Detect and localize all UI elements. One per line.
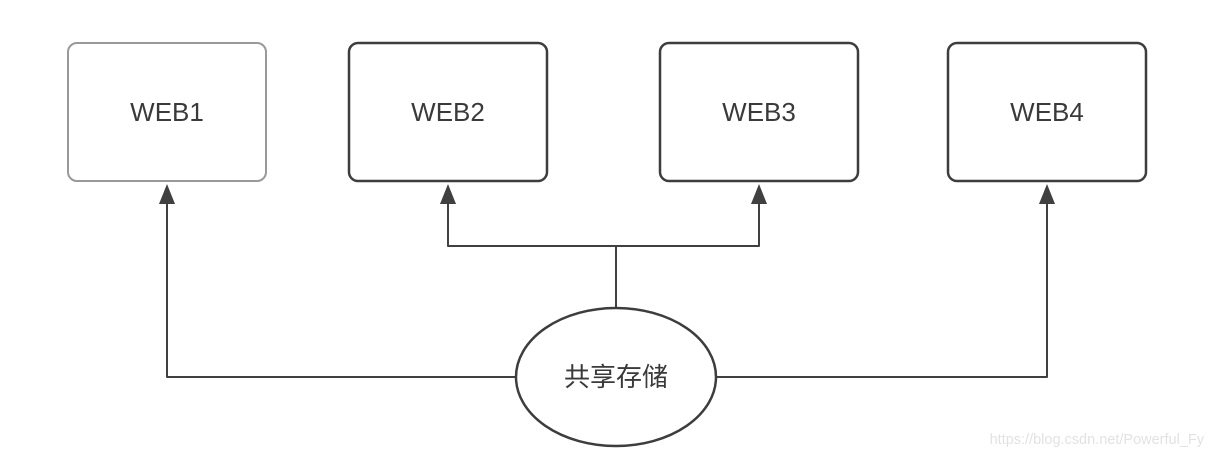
- node-web2-shape: [347, 41, 549, 183]
- arrowhead-web4: [1039, 184, 1055, 204]
- arrowhead-web1: [159, 184, 175, 204]
- watermark: https://blog.csdn.net/Powerful_Fy: [990, 432, 1205, 448]
- node-shared-storage-label: 共享存储: [564, 362, 668, 392]
- node-web4-label: WEB4: [1010, 97, 1084, 127]
- node-shared-storage-shape: [514, 306, 718, 448]
- node-shared-storage: 共享存储: [514, 306, 718, 448]
- edge-storage-to-web2-web3: [447, 201, 760, 247]
- node-web1: WEB1: [67, 42, 267, 182]
- node-web3: WEB3: [658, 41, 860, 183]
- arrowhead-web3: [751, 184, 767, 204]
- edge-storage-to-web1: [166, 201, 516, 378]
- node-web4-shape: [946, 41, 1148, 183]
- node-web1-label: WEB1: [130, 97, 204, 127]
- node-web3-shape: [658, 41, 860, 183]
- node-web3-label: WEB3: [722, 97, 796, 127]
- edge-storage-to-web4: [716, 201, 1048, 378]
- arrowhead-web2: [440, 184, 456, 204]
- node-web2-label: WEB2: [411, 97, 485, 127]
- node-web4: WEB4: [946, 41, 1148, 183]
- node-web2: WEB2: [347, 41, 549, 183]
- node-web1-shape: [67, 42, 267, 182]
